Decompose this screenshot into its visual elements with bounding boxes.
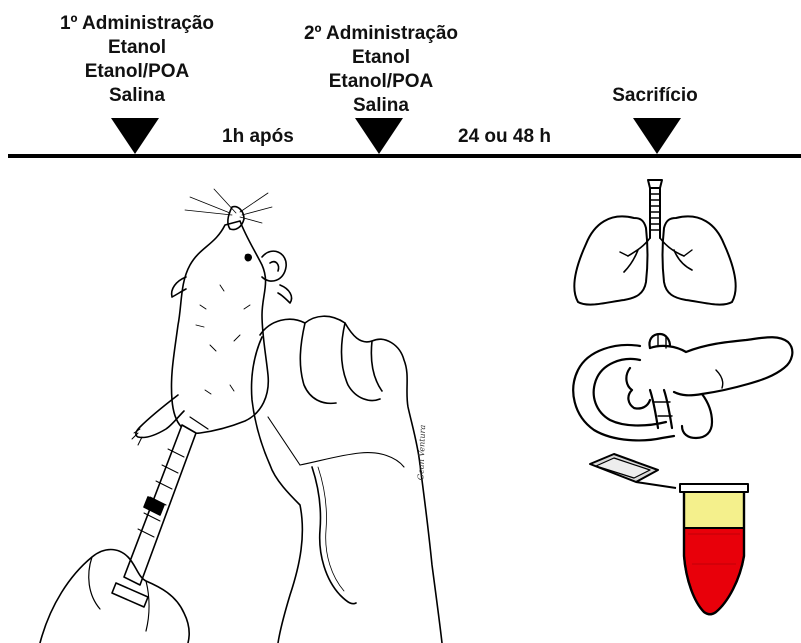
step2-line-2: Etanol [272,46,490,70]
handler-hand [260,316,442,643]
syringe-icon [112,417,208,607]
step3-label: Sacrifício [580,84,730,108]
step3-title: Sacrifício [580,84,730,108]
step1-line-2: Etanol [28,36,246,60]
rat-injection-illustration [0,185,470,643]
step1-title: 1º Administração [28,12,246,36]
step1-line-3: Etanol/POA [28,60,246,84]
step2-marker-icon [355,118,403,154]
step1-marker-icon [111,118,159,154]
step2-title: 2º Administração [272,22,490,46]
pancreas-icon [566,330,800,448]
rat-hind-leg [136,395,184,438]
interval1-label: 1h após [222,126,294,148]
injector-hand [40,550,189,643]
step2-label: 2º Administração Etanol Etanol/POA Salin… [272,22,490,118]
timeline-axis [8,154,801,158]
interval2-label: 24 ou 48 h [458,126,551,148]
step1-label: 1º Administração Etanol Etanol/POA Salin… [28,12,246,108]
lungs-icon [564,176,782,314]
step2-line-4: Salina [272,94,490,118]
step1-line-4: Salina [28,84,246,108]
tube-plasma-layer [684,492,744,528]
blood-tube-icon [584,452,764,618]
rat-body [171,221,268,433]
artist-signature: Gean Ventura [416,425,427,481]
rat-tail [312,467,356,604]
step2-line-3: Etanol/POA [272,70,490,94]
step3-marker-icon [633,118,681,154]
tube-blood-layer [684,528,744,614]
